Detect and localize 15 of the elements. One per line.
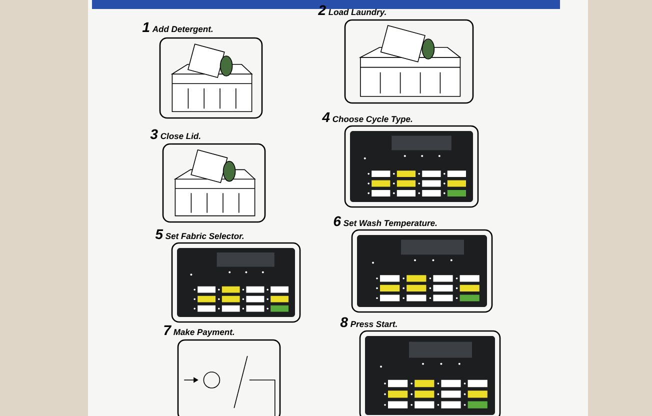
step-number: 4 [322, 112, 330, 122]
step-heading: Load Laundry. [328, 8, 386, 17]
step-heading: Add Detergent. [152, 26, 213, 34]
step-number: 7 [164, 325, 172, 335]
step-heading: Make Payment. [174, 328, 234, 337]
step-number: 5 [155, 229, 164, 240]
step-heading: Close Lid. [160, 132, 200, 140]
step-number: 6 [334, 216, 342, 226]
step-heading: Set Wash Temperature. [344, 220, 437, 228]
step-number: 3 [150, 129, 158, 140]
step-number: 8 [340, 317, 348, 328]
step-number: 1 [142, 22, 150, 32]
step-heading: Set Fabric Selector. [166, 232, 244, 240]
step-heading: Choose Cycle Type. [332, 116, 412, 124]
step-heading: Press Start. [350, 321, 397, 328]
